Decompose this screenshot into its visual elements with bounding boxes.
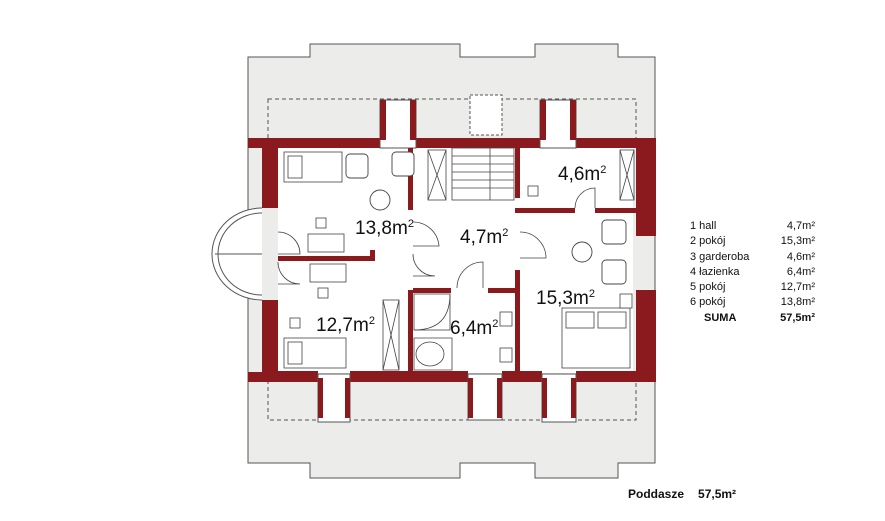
dormer-walls <box>318 100 576 418</box>
floor-summary: Poddasze 57,5m² <box>628 487 736 501</box>
room-label-hall: 4,7m2 <box>460 227 508 248</box>
door-swings <box>277 187 596 289</box>
room-label-pokoj-2: 15,3m2 <box>536 288 595 309</box>
armchairs <box>345 151 627 285</box>
exterior-walls <box>248 138 656 382</box>
interior-walls <box>278 148 636 372</box>
floor-area: 57,5m² <box>698 487 737 501</box>
floor-name: Poddasze <box>628 487 685 501</box>
beds <box>283 151 631 369</box>
room-label-pokoj-6: 13,8m2 <box>355 218 414 239</box>
room-label-pokoj-5: 12,7m2 <box>316 315 375 336</box>
desks <box>289 217 633 329</box>
bathroom-fixtures <box>413 185 539 371</box>
room-label-garderoba: 4,6m2 <box>558 164 606 185</box>
wardrobes <box>382 149 635 371</box>
room-label-lazienka: 6,4m2 <box>450 318 498 339</box>
staircase <box>451 147 515 201</box>
